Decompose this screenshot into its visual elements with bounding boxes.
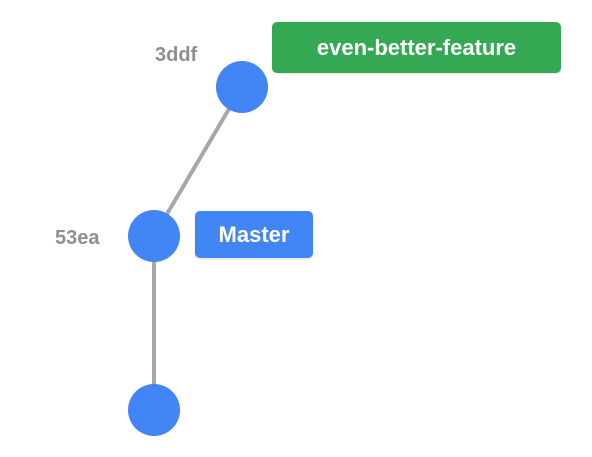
commit-node-root[interactable] <box>128 384 180 436</box>
branch-label-master[interactable]: Master <box>195 211 313 258</box>
commit-hash-3ddf: 3ddf <box>155 44 198 66</box>
commit-hash-53ea: 53ea <box>55 227 100 249</box>
commit-node-53ea[interactable] <box>128 210 180 262</box>
edge-3ddf-to-53ea <box>152 85 244 238</box>
branch-label-even-better-feature[interactable]: even-better-feature <box>272 22 561 73</box>
commit-node-3ddf[interactable] <box>216 61 268 113</box>
